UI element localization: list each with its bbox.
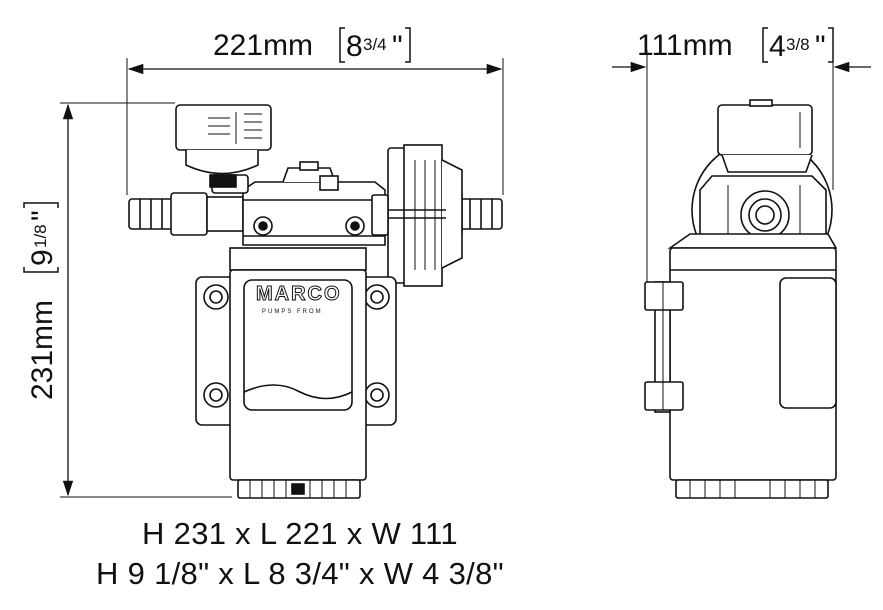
depth-bracket-right [828, 27, 834, 63]
brand-sublabel: PUMPS FROM [262, 309, 323, 315]
width-imperial-fraction: 3/4 [363, 35, 387, 54]
height-dimension: 231mm 9 1/8 " [23, 102, 232, 498]
depth-dimension: 111mm 4 3/8 " [612, 27, 871, 285]
height-bracket-left [23, 267, 59, 273]
width-imperial-whole: 8 [346, 30, 363, 63]
height-bracket-right [23, 202, 59, 208]
width-inch-mark: " [392, 30, 403, 63]
width-bracket-left [339, 27, 345, 63]
summary-imperial-line: H 9 1/8" x L 8 3/4" x W 4 3/8" [96, 556, 504, 591]
depth-metric-label: 111mm [637, 29, 733, 62]
inlet-hose-barb [128, 192, 244, 236]
depth-imperial-whole: 4 [769, 30, 786, 63]
height-imperial-whole: 9 [26, 249, 59, 266]
width-metric-label: 221mm [213, 29, 313, 62]
width-bracket-right [405, 27, 411, 63]
motor-housing [229, 247, 367, 499]
depth-inch-mark: " [815, 30, 826, 63]
brand-logo: MARCO [256, 283, 342, 305]
summary-metric-line: H 231 x L 221 x W 111 [142, 516, 458, 551]
pump-front-view [128, 104, 503, 499]
height-imperial-fraction: 1/8 [31, 224, 50, 248]
depth-bracket-left [762, 27, 768, 63]
depth-imperial-fraction: 3/8 [786, 35, 810, 54]
side-pressure-switch [717, 99, 813, 173]
strainer-filter [371, 144, 463, 287]
height-metric-label: 231mm [26, 300, 59, 400]
pressure-switch [175, 104, 272, 188]
pump-head [211, 161, 386, 246]
height-inch-mark: " [26, 210, 59, 221]
width-dimension: 221mm 8 3/4 " [126, 27, 504, 195]
pump-side-view [644, 99, 838, 499]
